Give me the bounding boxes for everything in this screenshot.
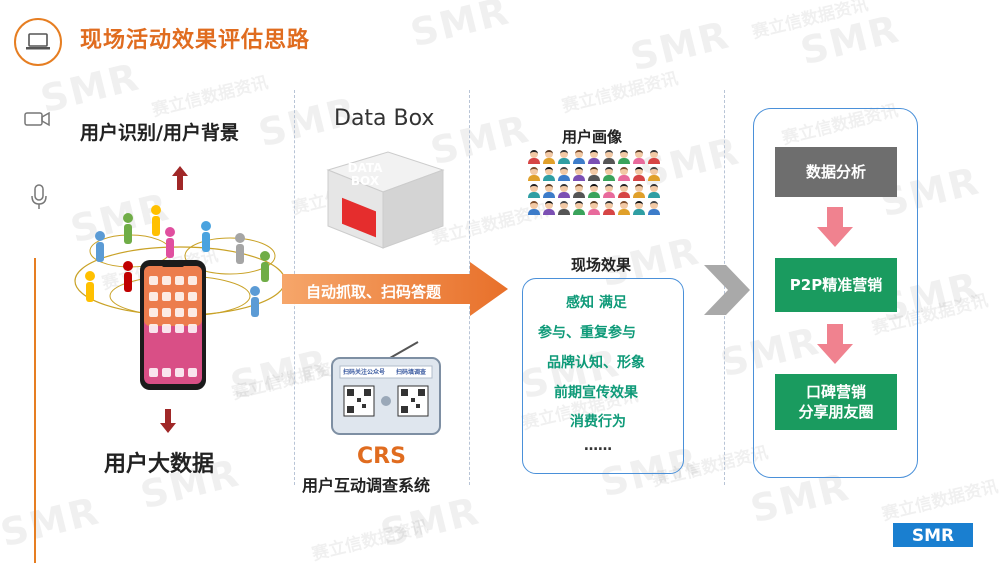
qr-left-label: 扫码关注公众号 — [343, 369, 386, 376]
watermark: 赛立信数据资讯 — [309, 516, 431, 565]
user-avatar-icon — [588, 150, 600, 165]
effect-item: 消费行为 — [570, 414, 626, 430]
user-avatar-icon — [573, 167, 585, 182]
user-avatar-icon — [588, 201, 600, 216]
onsite-effect-label: 现场效果 — [571, 256, 632, 274]
user-avatar-icon — [573, 201, 585, 216]
user-avatar-icon — [603, 167, 615, 182]
user-avatar-icon — [618, 167, 630, 182]
logo-text: SMR — [912, 526, 954, 546]
user-avatar-icon — [648, 184, 660, 199]
user-avatar-icon — [633, 150, 645, 165]
laptop-icon — [14, 18, 62, 66]
user-avatar-icon — [573, 150, 585, 165]
crs-subtitle: 用户互动调查系统 — [302, 476, 431, 495]
user-avatar-icon — [543, 201, 555, 216]
word-of-mouth-line1: 口碑营销 — [805, 383, 866, 401]
user-avatar-icon — [558, 150, 570, 165]
data-analysis-box: 数据分析 — [775, 147, 897, 197]
arrow-down-icon — [817, 324, 853, 368]
user-avatar-icon — [528, 167, 540, 182]
arrow-up-icon — [172, 166, 188, 194]
databox-device-image — [318, 140, 448, 254]
watermark: 赛立信数据资讯 — [749, 0, 871, 44]
user-avatar-icon — [543, 150, 555, 165]
crs-label: CRS — [357, 444, 406, 469]
watermark: SMR — [36, 54, 145, 122]
user-avatar-icon — [648, 201, 660, 216]
databox-logo: DATA BOX — [347, 161, 383, 188]
user-avatar-icon — [603, 201, 615, 216]
user-persona-label: 用户画像 — [562, 128, 623, 146]
user-network-illustration — [70, 196, 290, 410]
user-avatar-icon — [528, 184, 540, 199]
watermark: SMR — [626, 12, 735, 80]
user-avatar-icon — [618, 184, 630, 199]
word-of-mouth-line2: 分享朋友圈 — [798, 403, 874, 421]
user-avatar-icon — [588, 167, 600, 182]
effect-item: …… — [584, 438, 612, 454]
watermark: SMR — [406, 0, 515, 56]
user-avatar-icon — [603, 150, 615, 165]
user-identification-label: 用户识别/用户背景 — [80, 122, 239, 144]
user-avatar-icon — [633, 167, 645, 182]
avatar-grid — [528, 150, 662, 218]
arrow-down-icon — [160, 409, 176, 437]
word-of-mouth-box: 口碑营销 分享朋友圈 — [775, 374, 897, 430]
user-avatar-icon — [603, 184, 615, 199]
accent-line — [34, 258, 36, 563]
crs-radio-image — [330, 340, 442, 440]
effect-item: 品牌认知、形象 — [547, 355, 645, 371]
user-avatar-icon — [618, 201, 630, 216]
effect-item: 参与、重复参与 — [538, 325, 636, 341]
flow-arrow-banner — [282, 262, 508, 316]
watermark: SMR — [0, 488, 105, 556]
effect-item: 前期宣传效果 — [554, 385, 638, 401]
databox-title: Data Box — [334, 106, 435, 131]
smr-logo: SMR — [893, 523, 973, 547]
user-avatar-icon — [558, 201, 570, 216]
effect-list-box — [522, 278, 684, 474]
watermark: 赛立信数据资讯 — [149, 72, 271, 122]
effect-item: 感知 满足 — [566, 295, 627, 311]
watermark: SMR — [796, 6, 905, 74]
user-avatar-icon — [648, 167, 660, 182]
user-avatar-icon — [618, 150, 630, 165]
arrow-down-icon — [817, 207, 853, 251]
user-big-data-label: 用户大数据 — [104, 452, 215, 477]
user-avatar-icon — [528, 201, 540, 216]
divider — [724, 90, 725, 485]
outcome-panel — [753, 108, 918, 478]
user-avatar-icon — [558, 184, 570, 199]
watermark: 赛立信数据资讯 — [559, 68, 681, 118]
page-title: 现场活动效果评估思路 — [80, 28, 311, 53]
video-camera-icon — [24, 110, 50, 132]
user-avatar-icon — [543, 167, 555, 182]
chevron-right-icon — [700, 265, 750, 319]
user-avatar-icon — [558, 167, 570, 182]
watermark: 赛立信数据资讯 — [879, 476, 1000, 526]
qr-right-label: 扫码填调查 — [396, 369, 427, 376]
user-avatar-icon — [588, 184, 600, 199]
user-avatar-icon — [573, 184, 585, 199]
user-avatar-icon — [528, 150, 540, 165]
watermark: SMR — [376, 488, 485, 556]
user-avatar-icon — [633, 201, 645, 216]
banner-text: 自动抓取、扫码答题 — [306, 283, 442, 301]
user-avatar-icon — [543, 184, 555, 199]
p2p-marketing-box: P2P精准营销 — [775, 258, 897, 312]
user-avatar-icon — [633, 184, 645, 199]
microphone-icon — [30, 184, 48, 214]
user-avatar-icon — [648, 150, 660, 165]
